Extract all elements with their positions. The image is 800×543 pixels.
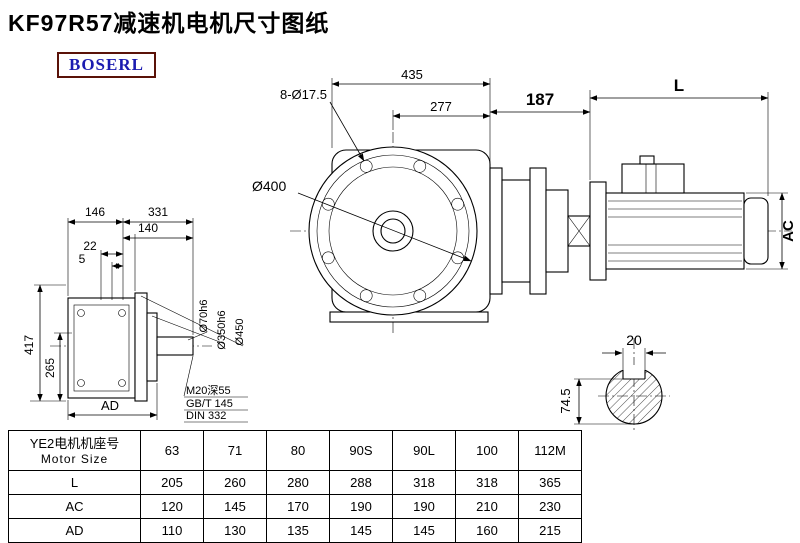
dim-331: 331 <box>148 205 168 219</box>
table-cell: 365 <box>518 470 582 495</box>
dim-277: 277 <box>430 99 452 114</box>
dim-AD: AD <box>101 398 119 413</box>
dim-435: 435 <box>401 67 423 82</box>
table-cell: 130 <box>203 518 267 543</box>
table-cell: 210 <box>455 494 519 519</box>
bolt-hole <box>359 289 373 303</box>
gearbox-body <box>67 297 136 399</box>
dim-L: L <box>674 76 684 95</box>
cable-gland <box>639 155 655 165</box>
table-cell: 120 <box>140 494 204 519</box>
table-cell: 288 <box>329 470 393 495</box>
dim-350h6: Ø350h6 <box>216 310 228 349</box>
note-thread: M20深55 <box>186 384 231 397</box>
row-label: AD <box>8 518 141 543</box>
dim-140: 140 <box>138 221 158 235</box>
terminal-box <box>621 163 685 194</box>
shaft-section-view: 20 74.5 <box>558 332 670 430</box>
table-cell: 215 <box>518 518 582 543</box>
row-label: AC <box>8 494 141 519</box>
dim-AC: AC <box>780 220 797 242</box>
bolt-hole <box>413 289 427 303</box>
col-header: 63 <box>140 430 204 471</box>
dim-400: Ø400 <box>252 178 286 194</box>
dim-265: 265 <box>43 358 57 378</box>
dim-74-5: 74.5 <box>558 388 573 413</box>
table-cell: 260 <box>203 470 267 495</box>
dim-5: 5 <box>79 252 86 266</box>
table-cell: 318 <box>455 470 519 495</box>
col-header: 90S <box>329 430 393 471</box>
col-header: 90L <box>392 430 456 471</box>
table-header-row: YE2电机机座号 Motor Size 63 71 80 90S 90L 100… <box>8 430 582 471</box>
bolt-hole <box>321 197 335 211</box>
table-cell: 135 <box>266 518 330 543</box>
brand-logo-text: BOSERL <box>69 55 144 74</box>
technical-drawing: 435 277 8-Ø17.5 Ø400 18 <box>22 67 797 430</box>
table-cell: 145 <box>203 494 267 519</box>
table-cell: 318 <box>392 470 456 495</box>
note-din: DIN 332 <box>186 410 226 422</box>
table-cell: 170 <box>266 494 330 519</box>
left-view: 146 331 140 22 5 417 265 AD Ø70h6 Ø350h6… <box>22 205 248 423</box>
dim-146: 146 <box>85 205 105 219</box>
fan-cover <box>743 197 769 265</box>
col-header: 80 <box>266 430 330 471</box>
table-cell: 205 <box>140 470 204 495</box>
col-header: 71 <box>203 430 267 471</box>
table-cell: 190 <box>392 494 456 519</box>
bolt-hole <box>413 160 427 173</box>
table-row-AD: AD 110 130 135 145 145 160 215 <box>8 518 582 543</box>
output-flange <box>134 292 148 402</box>
motor-flange <box>589 181 607 281</box>
table-cell: 145 <box>329 518 393 543</box>
dim-70h6: Ø70h6 <box>198 299 210 332</box>
header-en: Motor Size <box>40 451 109 466</box>
table-cell: 160 <box>455 518 519 543</box>
output-shaft <box>156 336 194 356</box>
dim-20: 20 <box>626 332 642 348</box>
bolt-hole <box>321 251 335 265</box>
bolt-hole <box>359 160 373 173</box>
header-cn: YE2电机机座号 <box>29 435 120 451</box>
table-cell: 280 <box>266 470 330 495</box>
note-gbt: GB/T 145 <box>186 398 233 410</box>
table-cell: 190 <box>329 494 393 519</box>
front-view: 435 277 8-Ø17.5 Ø400 <box>252 67 491 334</box>
bolt-hole <box>451 197 465 211</box>
table-cell: 230 <box>518 494 582 519</box>
table-row-L: L 205 260 280 288 318 318 365 <box>8 470 582 495</box>
dim-22: 22 <box>83 239 97 253</box>
col-header: 100 <box>455 430 519 471</box>
dim-450: Ø450 <box>234 319 246 346</box>
dim-bolt-holes: 8-Ø17.5 <box>280 87 327 102</box>
dim-187: 187 <box>526 90 554 109</box>
page-title: KF97R57减速机电机尺寸图纸 <box>8 10 330 36</box>
motor-body <box>605 192 745 270</box>
table-header-motor-size: YE2电机机座号 Motor Size <box>8 430 141 471</box>
table-cell: 110 <box>140 518 204 543</box>
dim-417: 417 <box>22 335 36 355</box>
table-row-AC: AC 120 145 170 190 190 210 230 <box>8 494 582 519</box>
col-header: 112M <box>518 430 582 471</box>
brand-logo: BOSERL <box>57 52 156 78</box>
table-cell: 145 <box>392 518 456 543</box>
motor-size-table: YE2电机机座号 Motor Size 63 71 80 90S 90L 100… <box>8 430 582 543</box>
motor-side-view: 187 L AC <box>489 76 797 295</box>
adapter-plate <box>489 167 503 295</box>
row-label: L <box>8 470 141 495</box>
